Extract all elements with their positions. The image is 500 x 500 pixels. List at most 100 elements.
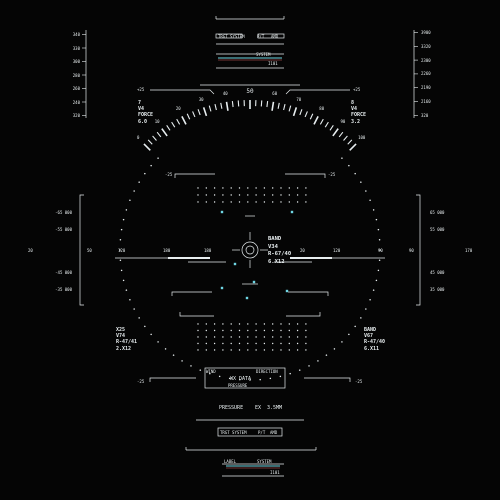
scope-dot <box>333 348 336 350</box>
grid-dot <box>288 349 290 351</box>
grid-dot <box>247 336 249 338</box>
left-scale-label: 260 <box>72 86 80 91</box>
scope-dot <box>228 377 231 380</box>
heading-tick <box>197 109 201 116</box>
grid-dot <box>288 342 290 345</box>
top-right-label: AMD <box>271 34 279 39</box>
scope-dot <box>348 164 350 167</box>
lower-right-line: BAND <box>364 327 377 333</box>
scope-dot <box>218 375 221 378</box>
center-block-line: 6.X12 <box>268 258 285 265</box>
top-small-label: SYSTEM <box>256 52 271 57</box>
scope-dot <box>375 218 378 221</box>
heading-label: 40 <box>222 90 228 96</box>
grid-dot <box>272 201 274 203</box>
scope-dot <box>138 317 140 319</box>
pitch-left-minus-low: -25 <box>137 379 145 384</box>
grid-dot <box>247 349 249 351</box>
scope-dot <box>181 360 183 362</box>
lower-right-line: V67 <box>364 333 374 340</box>
heading-tick <box>171 121 176 128</box>
scope-dot <box>190 365 192 367</box>
pressure-unit: EX <box>255 405 262 411</box>
grid-dot <box>230 329 232 332</box>
scope-dot <box>129 199 131 202</box>
heading-label: 20 <box>175 106 181 112</box>
heading-label: 70 <box>296 96 302 102</box>
pitch-right-minus-low: -25 <box>355 379 363 384</box>
grid-dot <box>197 349 199 351</box>
horizon-right-c: 90 <box>378 248 383 253</box>
grid-dot <box>280 187 282 189</box>
grid-dot <box>296 329 299 332</box>
grid-dot <box>263 194 266 196</box>
grid-dot <box>197 187 199 189</box>
scope-dot <box>279 375 282 378</box>
horizon-left-a: 50 <box>87 248 92 253</box>
grid-dot <box>247 342 249 345</box>
top-mid-label: P/T <box>257 34 265 39</box>
target-marker <box>252 280 256 284</box>
center-block-line: R-67/40 <box>268 251 292 257</box>
grid-dot <box>305 201 307 203</box>
wx-title: WX DATA <box>230 376 252 382</box>
grid-dot <box>197 194 199 196</box>
grid-dot <box>230 342 232 345</box>
scope-dot <box>150 333 152 336</box>
heading-tick <box>343 135 348 141</box>
grid-dot <box>263 187 266 189</box>
grid-dot <box>213 349 216 351</box>
left-readout-line: V4 <box>138 106 145 113</box>
scope-dot <box>129 298 131 301</box>
heading-tick <box>283 104 286 111</box>
heading-label: 80 <box>319 106 325 112</box>
scope-dot <box>199 369 202 371</box>
grid-dot <box>213 187 216 189</box>
grid-dot <box>280 323 282 325</box>
right-scale-label: 2190 <box>421 85 431 91</box>
left-scale-label: 320 <box>72 113 80 118</box>
scope-dot <box>119 249 121 251</box>
heading-tick <box>192 111 196 118</box>
left-scale-label: 300 <box>72 59 80 64</box>
grid-dot <box>230 194 232 196</box>
grid-dot <box>238 194 241 196</box>
grid-dot <box>238 187 241 189</box>
target-marker <box>290 210 294 214</box>
grid-dot <box>263 336 266 338</box>
scope-dot <box>372 209 375 211</box>
grid-dot <box>255 201 257 203</box>
grid-dot <box>213 323 216 325</box>
scope-dot <box>209 372 211 375</box>
grid-dot <box>213 194 216 196</box>
grid-dot <box>280 201 282 203</box>
grid-dot <box>205 187 207 189</box>
scope-dot <box>269 377 272 380</box>
grid-dot <box>230 201 232 203</box>
grid-dot <box>222 329 224 332</box>
grid-dot <box>222 187 224 189</box>
heading-tick <box>299 109 303 116</box>
bottom-mid-label: P/T <box>258 430 266 435</box>
scope-dot <box>157 341 159 343</box>
grid-dot <box>213 201 216 203</box>
heading-tick <box>319 118 324 125</box>
scope-dot <box>133 190 135 192</box>
scope-dot <box>125 209 128 211</box>
right-scale-label: 3320 <box>421 43 431 49</box>
lower-left-line: V74 <box>116 333 126 340</box>
grid-dot <box>238 201 241 203</box>
side-right-value: 55 000 <box>430 227 445 232</box>
grid-dot <box>205 329 207 332</box>
grid-dot <box>230 187 232 189</box>
pressure-value: 3.5MM <box>267 405 283 411</box>
grid-dot <box>305 187 307 189</box>
grid-dot <box>296 336 299 338</box>
grid-dot <box>238 336 241 338</box>
heading-tick <box>304 111 308 118</box>
grid-dot <box>213 336 216 338</box>
grid-dot <box>230 336 232 338</box>
